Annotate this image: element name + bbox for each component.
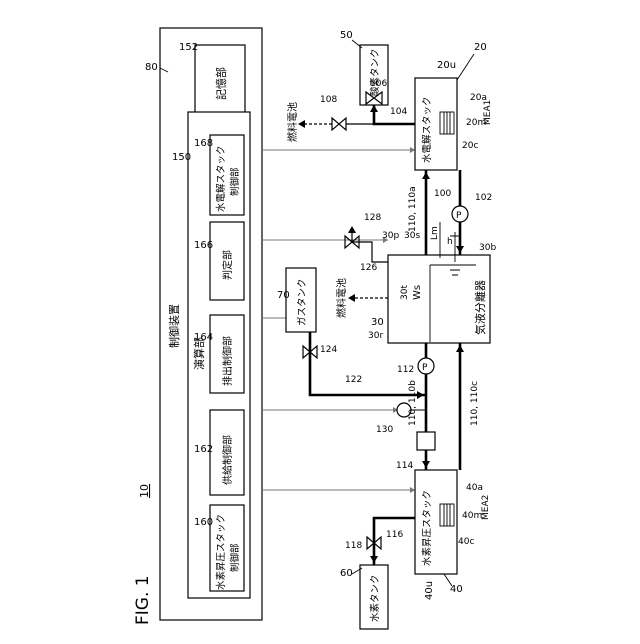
separator-r-ref: 30r [368, 331, 383, 341]
unit-162-ref: 162 [194, 444, 213, 455]
booster-a-ref: 40a [466, 483, 483, 493]
gas-tank-label: ガスタンク [297, 278, 308, 326]
electrolysis-leader [457, 54, 474, 80]
ref-124: 124 [320, 345, 337, 355]
hydrogen-tank-label: 水素タンク [369, 574, 381, 622]
separator-ws: Ws [412, 285, 423, 300]
pump-102-symbol: P [456, 211, 462, 221]
ref-116: 116 [386, 530, 403, 540]
mea1-label: MEA1 [483, 100, 493, 125]
system-ref: 10 [138, 484, 151, 498]
ref-126: 126 [360, 263, 377, 273]
unit-160-line2: 制御部 [229, 543, 241, 572]
ref-106: 106 [370, 79, 387, 89]
figure-label: FIG. 1 [133, 575, 153, 625]
valve-108 [332, 118, 346, 130]
ref-110b: 110, 110b [408, 380, 418, 426]
unit-162-line1: 供給制御部 [221, 435, 234, 485]
ref-104: 104 [390, 107, 407, 117]
fuel-cell-label-top: 燃料電池 [286, 102, 299, 142]
unit-166-ref: 166 [194, 240, 213, 251]
fuel-cell-label-mid: 燃料電池 [335, 278, 348, 318]
booster-leader [444, 574, 452, 586]
separator-t-ref: 30t [400, 285, 410, 300]
unit-160-line1: 水素昇圧スタック [215, 514, 227, 590]
ref-110c: 110, 110c [470, 381, 480, 426]
storage-ref: 152 [179, 42, 198, 53]
hydrogen-tank-ref: 60 [340, 568, 353, 579]
ref-108: 108 [320, 95, 337, 105]
separator-label: 気液分離器 [473, 280, 487, 335]
ref-118: 118 [345, 541, 362, 551]
unit-168-line2: 制御部 [229, 167, 241, 196]
ref-122: 122 [345, 375, 362, 385]
booster-c-ref: 40c [458, 537, 474, 547]
controller-title: 制御装置 [167, 304, 181, 348]
storage-label: 記憶部 [214, 67, 228, 100]
electrolysis-label: 水電解スタック [421, 96, 433, 163]
unit-166-line1: 判定部 [221, 250, 234, 280]
separator-ref: 30 [371, 317, 384, 328]
unit-168-ref: 168 [194, 138, 213, 149]
ref-130: 130 [376, 425, 393, 435]
electrolysis-u-ref: 20u [437, 60, 456, 71]
compute-ref: 150 [172, 152, 191, 163]
separator-b-ref: 30b [479, 243, 496, 253]
unit-168-line1: 水電解スタック [215, 145, 227, 212]
pump-112-symbol: P [422, 363, 428, 373]
controller-ref: 80 [145, 62, 158, 73]
h-label: h [447, 237, 453, 247]
ref-112: 112 [397, 365, 414, 375]
ref-114: 114 [396, 461, 413, 471]
oxygen-leader [352, 40, 362, 48]
electrolysis-c-ref: 20c [462, 141, 478, 151]
booster-m-ref: 40m [462, 511, 482, 521]
ref-100: 100 [434, 189, 451, 199]
filter-114 [417, 432, 435, 450]
separator-p-ref: 30p [382, 231, 399, 241]
ref-102: 102 [475, 193, 492, 203]
gas-tank-ref: 70 [277, 290, 290, 301]
ref-110a: 110, 110a [408, 186, 418, 232]
unit-164-line1: 排出制御部 [221, 336, 234, 386]
unit-164-ref: 164 [194, 332, 213, 343]
lm-label: Lm [430, 226, 440, 240]
booster-u-ref: 40u [424, 581, 435, 600]
oxygen-tank-ref: 50 [340, 30, 353, 41]
ref-128: 128 [364, 213, 381, 223]
unit-160-ref: 160 [194, 517, 213, 528]
mea2-label: MEA2 [481, 495, 491, 520]
booster-label: 水素昇圧スタック [421, 490, 433, 566]
electrolysis-ref: 20 [474, 42, 487, 53]
